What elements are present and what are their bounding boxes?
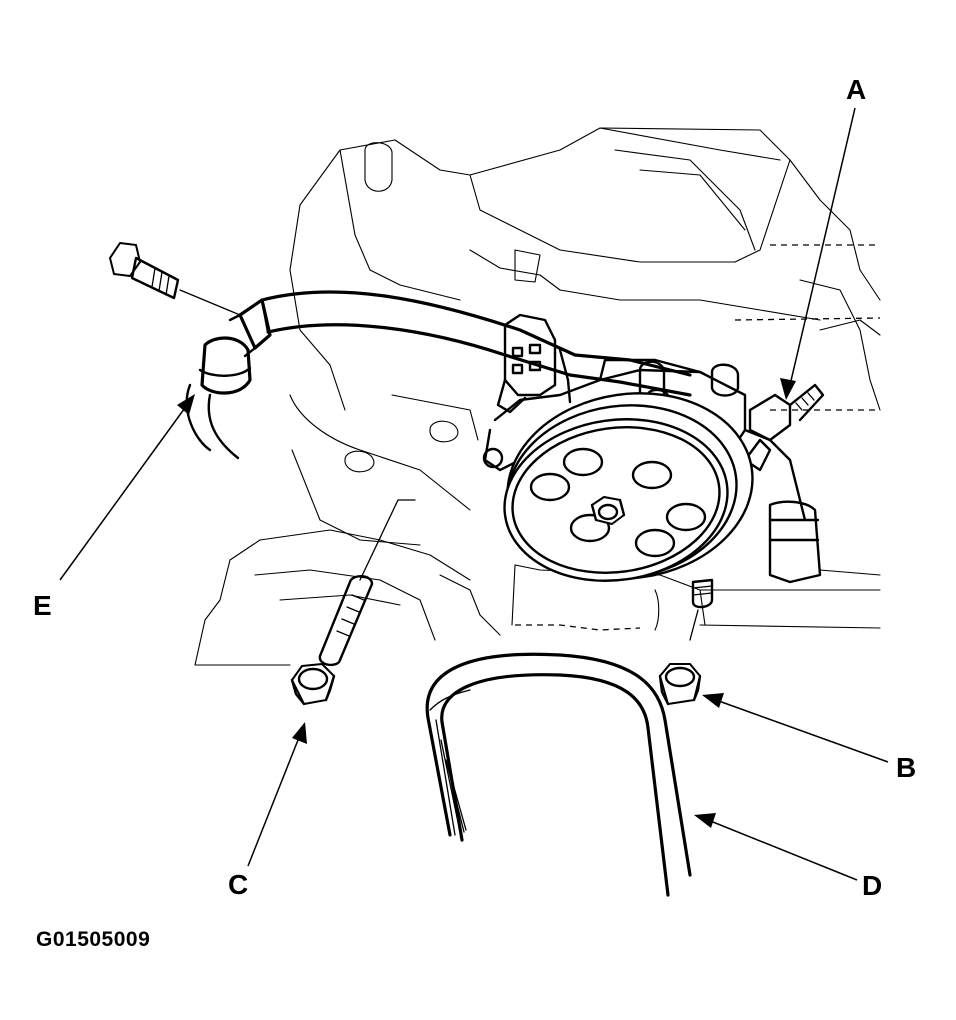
engine-block-outline [194, 127, 881, 666]
pump-pulley [503, 392, 754, 582]
callout-label-b: B [896, 752, 917, 783]
pivot-bolt-c [290, 499, 416, 706]
outlet-fitting-a [743, 383, 825, 472]
callout-label-e: E [33, 590, 52, 621]
callout-label-a: A [846, 74, 867, 105]
callout-label-c: C [228, 869, 249, 900]
high-pressure-hose-e [109, 242, 692, 460]
callout-label-d: D [862, 870, 883, 901]
drive-belt-d [425, 652, 692, 897]
leader-lines [59, 107, 889, 881]
figure-code: G01505009 [36, 928, 151, 951]
lower-stud-nut-b [658, 578, 714, 706]
